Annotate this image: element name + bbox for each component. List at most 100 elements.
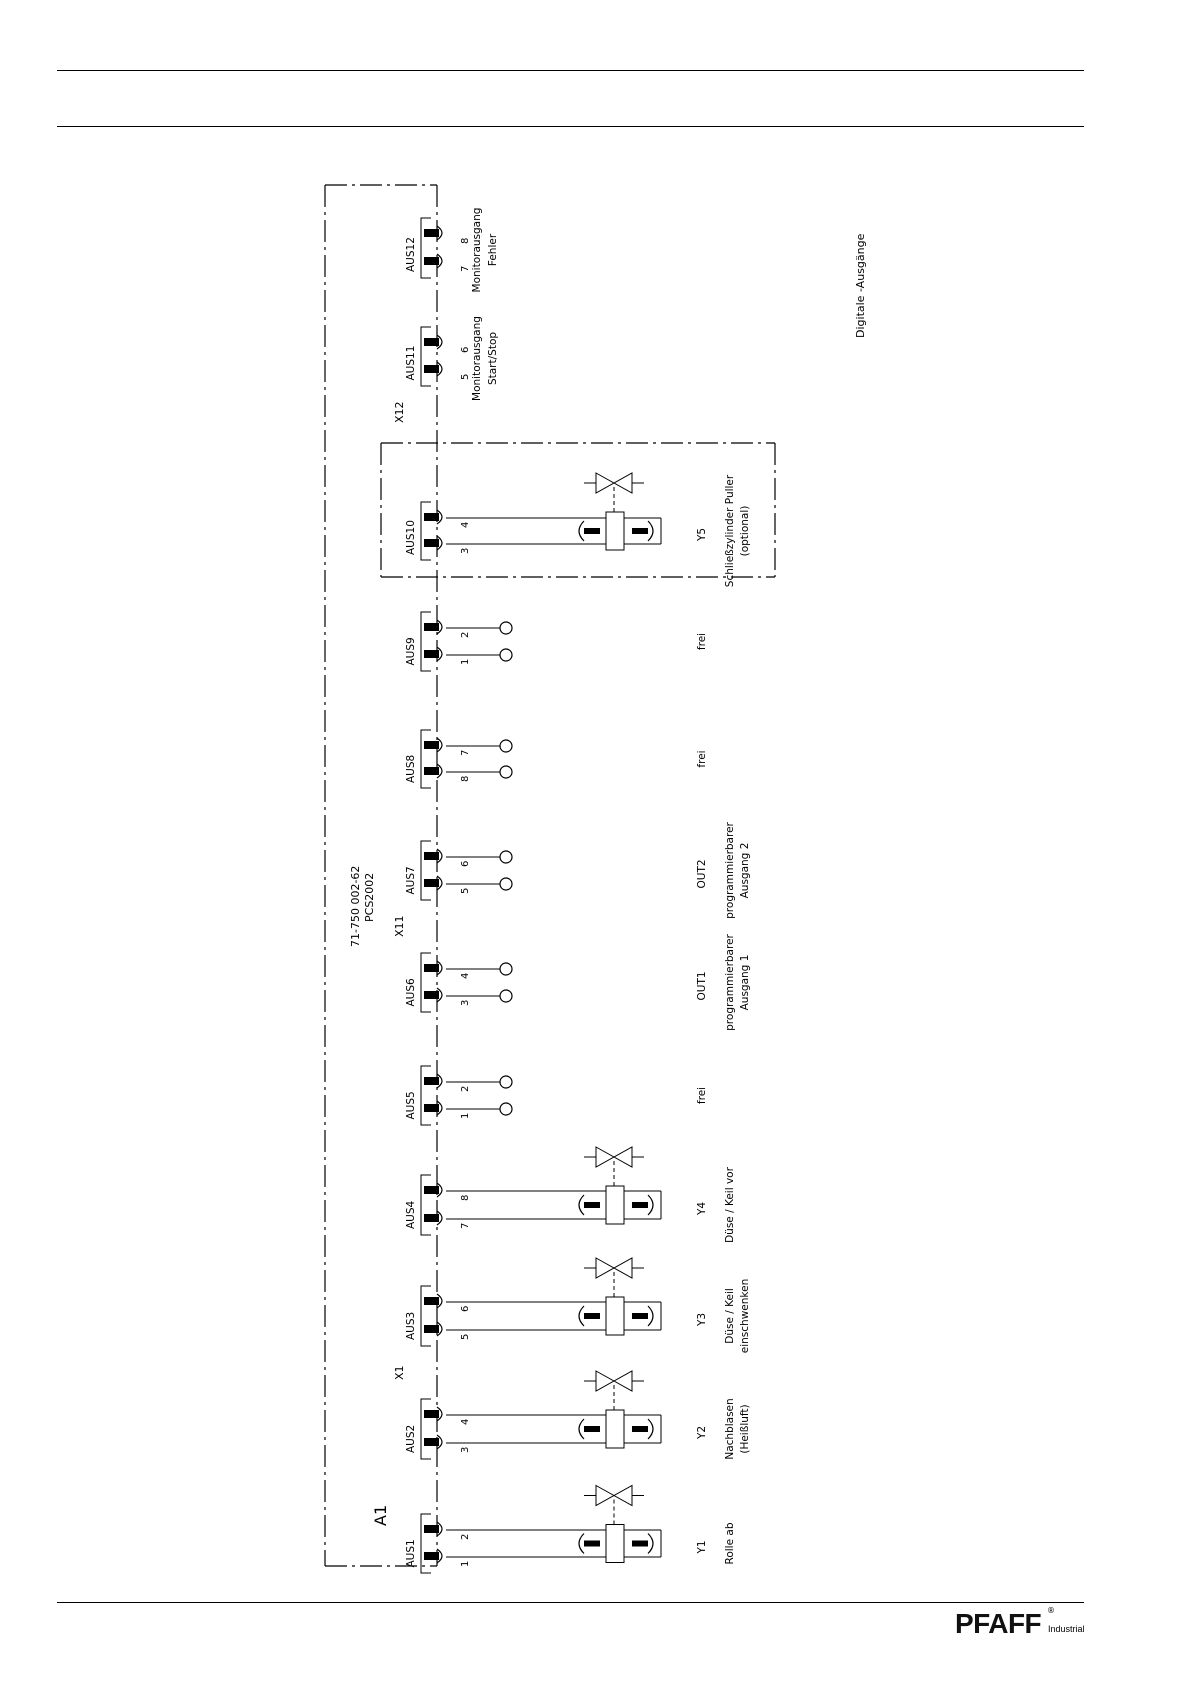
output-id-label: AUS10 bbox=[405, 520, 417, 555]
pin-number: 3 bbox=[460, 1447, 471, 1453]
terminal-pin: 7 bbox=[424, 1210, 471, 1229]
output-description: programmierbarer bbox=[724, 933, 736, 1030]
solenoid-valve-y4 bbox=[446, 1146, 662, 1225]
controller-part-no: 71-750 002-62 bbox=[349, 866, 362, 947]
output-description: Monitorausgang bbox=[471, 316, 483, 401]
terminal-pin: 6 bbox=[424, 1293, 471, 1312]
footer-rule bbox=[57, 1602, 1084, 1603]
output-description: frei bbox=[696, 1087, 708, 1104]
output-id-label: AUS8 bbox=[405, 755, 417, 783]
top-rule bbox=[57, 70, 1084, 71]
pin-number: 8 bbox=[460, 1195, 471, 1201]
controller-model: PCS2002 bbox=[363, 873, 376, 922]
pin-number: 8 bbox=[460, 238, 471, 244]
device-code: Y4 bbox=[696, 1202, 708, 1216]
output-id-label: AUS5 bbox=[405, 1091, 417, 1119]
pin-number: 2 bbox=[460, 1086, 471, 1092]
terminal-pin: 6 bbox=[424, 334, 471, 353]
output-id-label: AUS11 bbox=[405, 346, 417, 381]
pin-number: 5 bbox=[460, 1334, 471, 1340]
output-id-label: AUS7 bbox=[405, 866, 417, 894]
pin-number: 1 bbox=[460, 1561, 471, 1567]
solenoid-valve-y3 bbox=[446, 1257, 662, 1336]
output-id-label: AUS3 bbox=[405, 1312, 417, 1340]
output-description: programmierbarer bbox=[724, 821, 736, 918]
pin-number: 1 bbox=[460, 1113, 471, 1119]
terminal-pin: 4 bbox=[424, 960, 471, 979]
pin-number: 7 bbox=[460, 1223, 471, 1229]
device-code: Y3 bbox=[696, 1313, 708, 1327]
terminal-pin: 8 bbox=[424, 1182, 471, 1201]
pin-number: 6 bbox=[460, 347, 471, 353]
pin-number: 5 bbox=[460, 374, 471, 380]
unit-label: A1 bbox=[371, 1505, 390, 1526]
terminal-pin: 8 bbox=[424, 763, 471, 782]
output-description: Nachblasen bbox=[724, 1398, 736, 1459]
open-terminal-pair bbox=[446, 739, 513, 779]
terminal-pin: 2 bbox=[424, 619, 471, 638]
terminal-pin: 1 bbox=[424, 1100, 471, 1119]
controller-frame bbox=[324, 184, 438, 1567]
pin-number: 3 bbox=[460, 1000, 471, 1006]
output-description-2: Ausgang 2 bbox=[739, 843, 751, 899]
device-code: Y1 bbox=[696, 1540, 708, 1554]
open-terminal-pair bbox=[446, 621, 513, 662]
pin-number: 5 bbox=[460, 888, 471, 894]
output-description: Monitorausgang bbox=[471, 208, 483, 293]
output-description-2: Fehler bbox=[487, 233, 499, 266]
solenoid-valve-y2 bbox=[446, 1370, 662, 1449]
pin-number: 3 bbox=[460, 548, 471, 554]
pin-number: 8 bbox=[460, 776, 471, 782]
solenoid-valve-y1 bbox=[446, 1484, 662, 1563]
pin-number: 7 bbox=[460, 750, 471, 756]
output-id-label: AUS2 bbox=[405, 1425, 417, 1453]
output-description-2: einschwenken bbox=[739, 1279, 751, 1353]
output-aus11: 5 6 AUS11 bbox=[405, 326, 471, 387]
output-description: frei bbox=[696, 750, 708, 767]
pin-number: 2 bbox=[460, 1534, 471, 1540]
output-description: Düse / Keil vor bbox=[724, 1166, 736, 1243]
device-code: Y2 bbox=[696, 1426, 708, 1440]
pin-number: 7 bbox=[460, 266, 471, 272]
open-terminal-pair bbox=[446, 1075, 513, 1116]
pin-number: 6 bbox=[460, 861, 471, 867]
connector-x1: X1 bbox=[393, 1365, 406, 1380]
output-description-2: (optional) bbox=[739, 506, 751, 557]
output-description: frei bbox=[696, 633, 708, 650]
device-code: Y5 bbox=[696, 528, 708, 542]
optional-y5-frame bbox=[380, 442, 776, 578]
output-description: Rolle ab bbox=[724, 1522, 736, 1564]
output-description: Schließzylinder Puller bbox=[724, 474, 736, 587]
pin-number: 4 bbox=[460, 1419, 471, 1425]
terminal-pin: 1 bbox=[424, 1548, 471, 1567]
device-code: OUT1 bbox=[696, 971, 708, 1000]
terminal-pin: 7 bbox=[424, 737, 471, 756]
output-description-2: (Heißluft) bbox=[739, 1404, 751, 1453]
pin-number: 6 bbox=[460, 1306, 471, 1312]
connector-x12: X12 bbox=[393, 401, 406, 423]
terminal-pin: 4 bbox=[424, 1406, 471, 1425]
output-aus10: 3 4 AUS10 bbox=[405, 501, 471, 561]
logo-subtitle: Industrial bbox=[1048, 1624, 1085, 1634]
pin-number: 2 bbox=[460, 632, 471, 638]
terminal-pin: 2 bbox=[424, 1521, 471, 1540]
output-id-label: AUS12 bbox=[405, 237, 417, 272]
output-aus12: 7 8 AUS12 bbox=[405, 217, 471, 279]
output-id-label: AUS9 bbox=[405, 637, 417, 665]
pin-number: 4 bbox=[460, 522, 471, 528]
pin-number: 1 bbox=[460, 659, 471, 665]
open-terminal-pair bbox=[446, 850, 513, 891]
device-code: OUT2 bbox=[696, 859, 708, 888]
terminal-pin: 3 bbox=[424, 535, 471, 554]
open-terminal-pair bbox=[446, 962, 513, 1003]
output-description-2: Ausgang 1 bbox=[739, 955, 751, 1011]
pfaff-logo: PFAFF ® Industrial bbox=[955, 1606, 1085, 1640]
output-description-2: Start/Stop bbox=[487, 332, 499, 385]
